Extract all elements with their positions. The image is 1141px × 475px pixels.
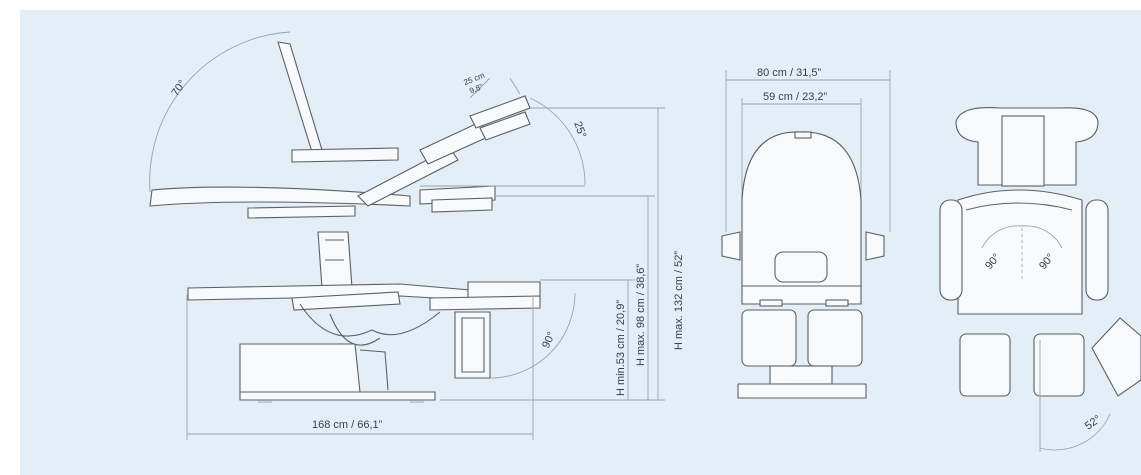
top-view <box>939 107 1141 397</box>
seat-tilt-angle-label: 25° <box>571 120 588 140</box>
front-view <box>721 131 885 399</box>
leg-split-angle-arc <box>1039 413 1111 451</box>
lock-handle-right <box>825 299 849 307</box>
height-min-dimension: H min.53 cm / 20,9” <box>615 300 627 396</box>
side-view-flat <box>187 281 541 403</box>
inner-width-dimension: 59 cm / 23,2” <box>763 91 828 103</box>
seat-tilt-angle-arc <box>529 97 586 186</box>
outer-width-dimension: 80 cm / 31,5” <box>757 67 822 79</box>
length-dimension: 168 cm / 66,1” <box>312 419 383 431</box>
armrest-left-angle-arc <box>981 225 1023 249</box>
legrest-angle-arc <box>489 292 576 379</box>
lock-handle-left <box>759 299 783 307</box>
side-view-raised <box>149 41 531 289</box>
backrest-angle-arc <box>149 31 291 193</box>
height-max-total-dimension: H max. 132 cm / 52” <box>673 251 685 350</box>
backrest-angle-label: 70° <box>169 78 188 99</box>
height-max-seat-dimension: H max. 98 cm / 38,6” <box>635 264 647 366</box>
armrest-right-angle-arc <box>1021 225 1063 249</box>
